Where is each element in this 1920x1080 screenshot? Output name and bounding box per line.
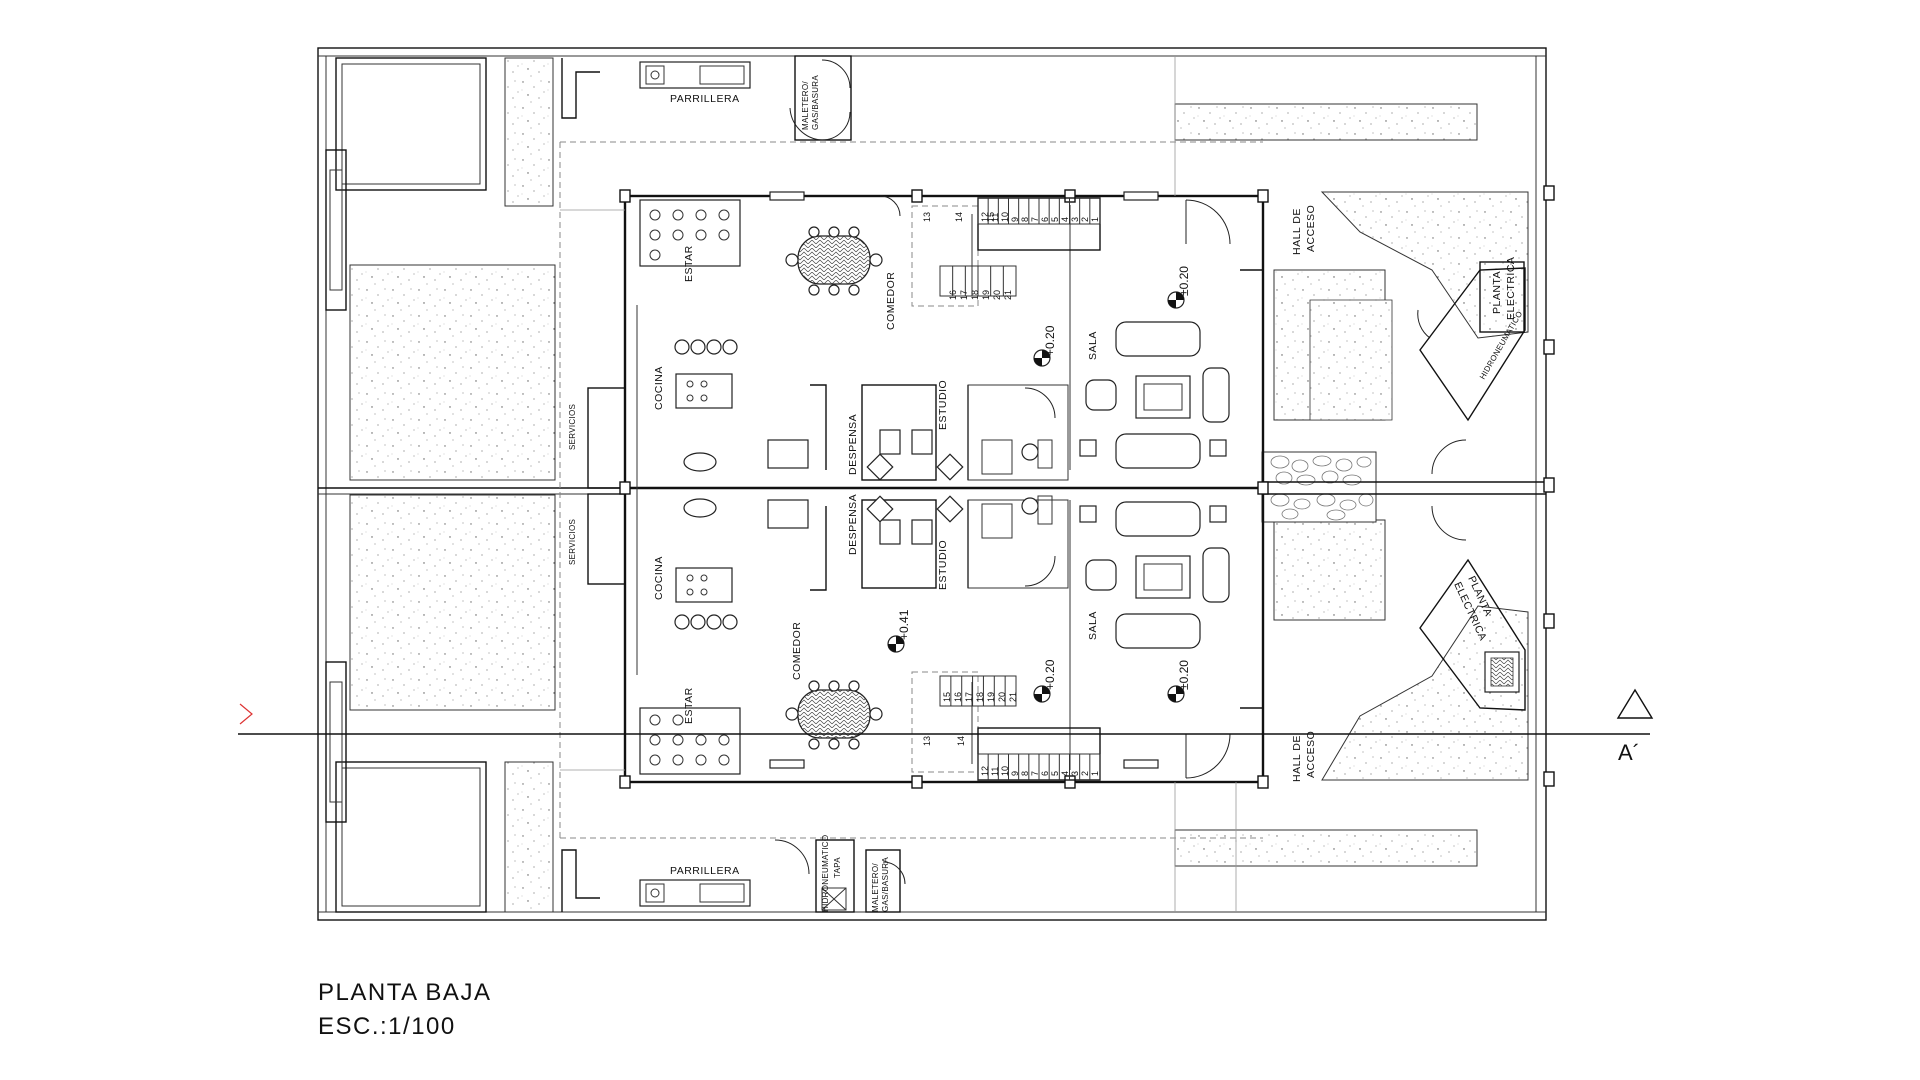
stair-step-number: 10: [1000, 212, 1010, 222]
level-020-comedor-top: +0.20: [1043, 325, 1057, 356]
stair-step-number: 2: [1080, 217, 1090, 222]
level-041-bottom: +0.41: [897, 609, 911, 640]
construction-lines: [559, 56, 1263, 912]
columns: [619, 185, 1555, 789]
stair-step-number: 17: [964, 692, 974, 702]
stair-step-number: 5: [1050, 217, 1060, 222]
stair-step-number: 7: [1030, 217, 1040, 222]
label-acceso-bottom: ACCESO: [1305, 731, 1317, 778]
utility-rooms: [1419, 261, 1526, 711]
stair-step-number: 9: [1010, 217, 1020, 222]
stair-step-number: 20: [992, 290, 1002, 300]
stair-step-number: 18: [970, 290, 980, 300]
doors: [879, 195, 1467, 779]
label-servicios-top: SERVICIOS: [568, 404, 577, 450]
stair-step-number: 12: [980, 766, 990, 776]
left-courtyards: [325, 57, 487, 913]
stair-step-number: 16: [948, 290, 958, 300]
label-hall-bottom: HALL DE: [1291, 735, 1303, 782]
label-cocina-top: COCINA: [653, 366, 665, 410]
stair-step-number: 1: [1090, 771, 1100, 776]
stair-step-number: 3: [1070, 771, 1080, 776]
label-estar-top: ESTAR: [683, 245, 695, 282]
label-comedor-top: COMEDOR: [885, 272, 897, 330]
label-cocina-bottom: COCINA: [653, 556, 665, 600]
section-line: A´: [238, 688, 1654, 765]
label-estudio-bottom: ESTUDIO: [937, 540, 949, 590]
stair-step-number: 16: [953, 692, 963, 702]
level-markers: [887, 291, 1185, 703]
stair-step-number: 14: [954, 212, 964, 222]
stairs-upper-unit: [911, 197, 1101, 307]
stair-step-number: 17: [959, 290, 969, 300]
stair-step-number: 12: [980, 212, 990, 222]
stair-step-number: 11: [990, 213, 1000, 222]
stair-step-number: 4: [1060, 217, 1070, 222]
label-estudio-top: ESTUDIO: [937, 380, 949, 430]
stair-step-number: 13: [922, 212, 932, 222]
label-sala-bottom: SALA: [1087, 611, 1099, 640]
label-hidro-bottom: HIDRONEUMATICO: [821, 835, 830, 912]
label-parrillera-top: PARRILLERA: [670, 93, 740, 105]
label-comedor-bottom: COMEDOR: [791, 622, 803, 680]
stair-step-number: 13: [922, 736, 932, 746]
level-020-sala-top: ±0.20: [1177, 266, 1191, 296]
landscape-areas: [349, 57, 1529, 913]
stair-step-number: 18: [975, 692, 985, 702]
label-sala-top: SALA: [1087, 331, 1099, 360]
stair-step-number: 2: [1080, 771, 1090, 776]
stair-step-number: 6: [1040, 771, 1050, 776]
stair-step-number: 4: [1060, 771, 1070, 776]
furniture-lower: [639, 495, 1230, 775]
plan-scale: ESC.:1/100: [318, 1013, 456, 1040]
stone-path: [1261, 451, 1377, 523]
stair-step-number: 21: [1003, 290, 1013, 300]
label-estar-bottom: ESTAR: [683, 687, 695, 724]
section-label: A´: [1618, 740, 1640, 765]
stair-step-number: 21: [1008, 692, 1018, 702]
stair-step-number: 8: [1020, 771, 1030, 776]
level-020-sala-bottom: ±0.20: [1177, 660, 1191, 690]
label-planta-top: PLANTA: [1491, 271, 1503, 314]
level-020-comedor-bottom: +0.20: [1043, 659, 1057, 690]
stair-step-number: 19: [981, 290, 991, 300]
label-tapa-bottom: TAPA: [833, 857, 842, 878]
furniture-upper: [639, 199, 1230, 481]
label-parrillera-bottom: PARRILLERA: [670, 865, 740, 877]
label-gas-top: GAS/BASURA: [811, 75, 820, 130]
title-block: PLANTA BAJA ESC.:1/100: [318, 979, 491, 1040]
stair-step-number: 14: [956, 736, 966, 746]
stair-step-number: 11: [990, 767, 1000, 776]
stair-step-number: 3: [1070, 217, 1080, 222]
plan-title: PLANTA BAJA: [318, 979, 491, 1006]
stair-step-number: 7: [1030, 771, 1040, 776]
label-gas-bottom: GAS/BASURA: [881, 857, 890, 912]
label-servicios-bottom: SERVICIOS: [568, 519, 577, 565]
stair-step-number: 9: [1010, 771, 1020, 776]
label-hall-top: HALL DE: [1291, 208, 1303, 255]
stair-step-number: 5: [1050, 771, 1060, 776]
stair-step-number: 8: [1020, 217, 1030, 222]
label-maletero-top: MALETERO/: [801, 81, 810, 130]
vents: [769, 191, 1159, 769]
label-electrica-top: ELECTRICA: [1505, 257, 1517, 320]
stair-step-number: 1: [1090, 217, 1100, 222]
label-maletero-bottom: MALETERO/: [871, 863, 880, 912]
stair-step-number: 6: [1040, 217, 1050, 222]
stairs-lower-unit: [911, 671, 1101, 781]
stair-step-number: 19: [986, 692, 996, 702]
stair-step-number: 15: [986, 212, 996, 222]
top-service-area: [561, 55, 852, 141]
label-despensa-top: DESPENSA: [847, 414, 859, 475]
label-acceso-top: ACCESO: [1305, 205, 1317, 252]
stair-step-number: 20: [997, 692, 1007, 702]
bottom-service-area: [561, 839, 906, 913]
stair-step-number: 10: [1000, 766, 1010, 776]
stair-step-number: 15: [942, 692, 952, 702]
label-despensa-bottom: DESPENSA: [847, 494, 859, 555]
